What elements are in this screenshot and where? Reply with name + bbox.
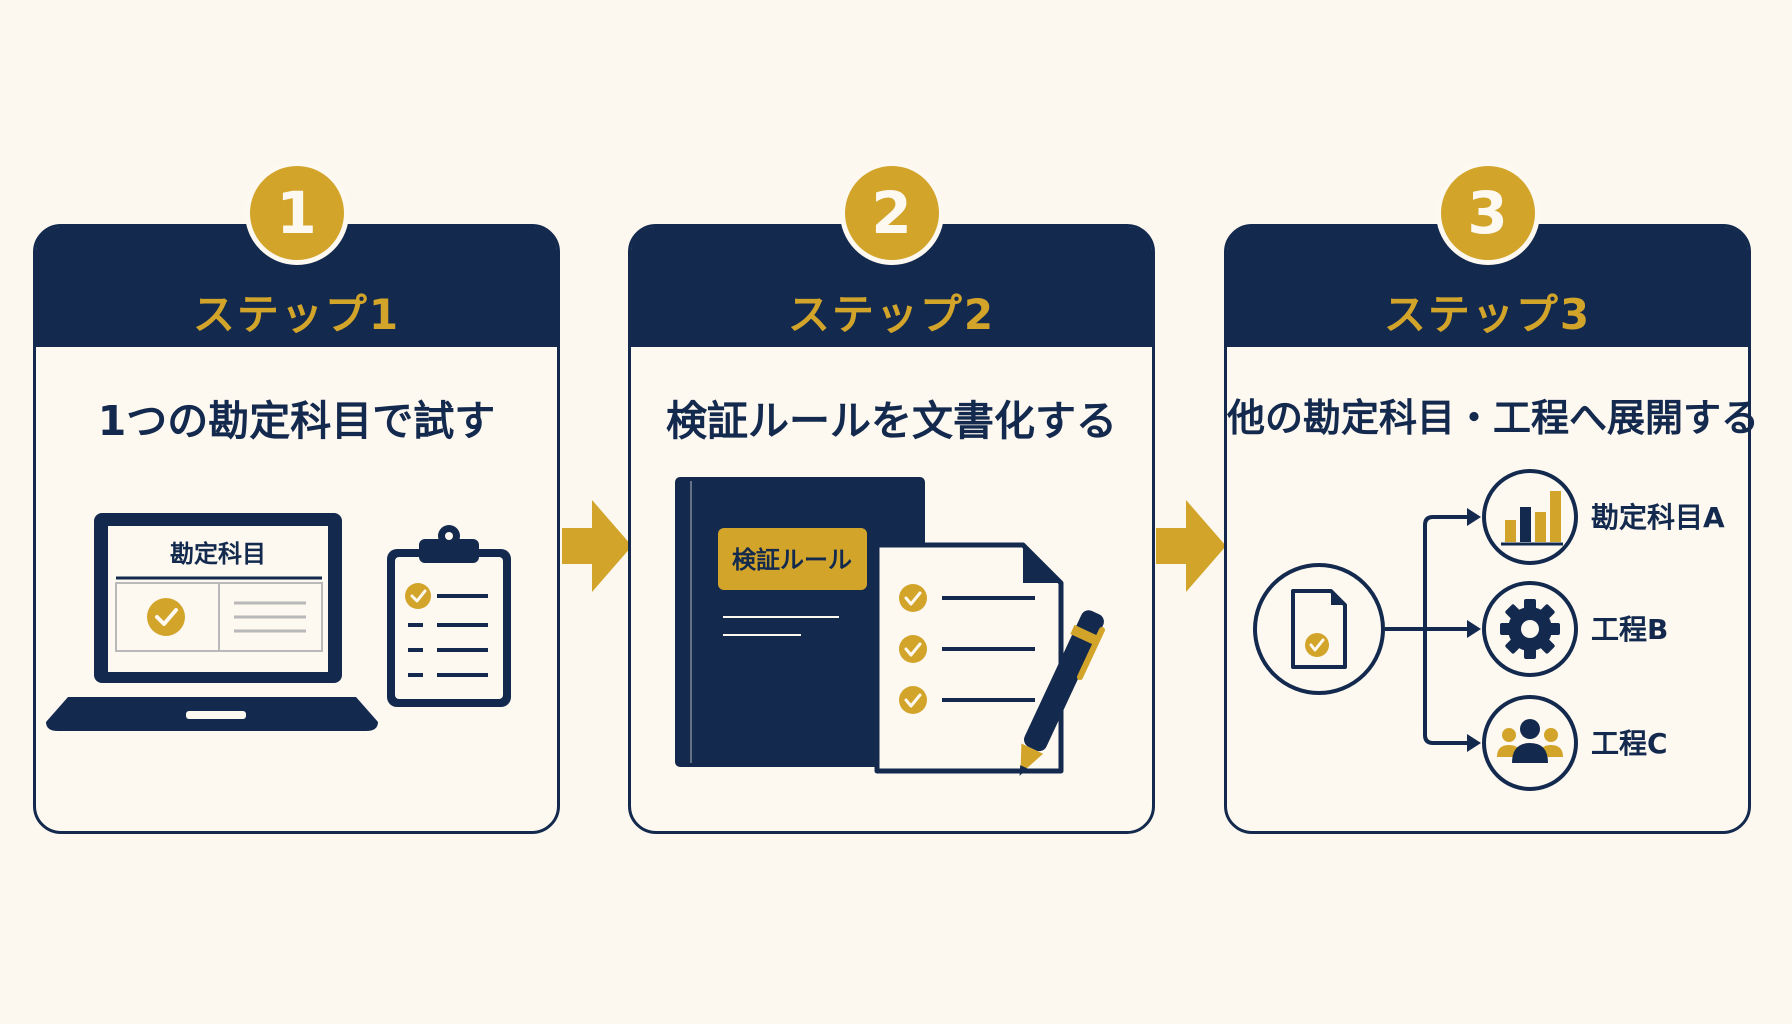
step-card-1: 1 ステップ1 1つの勘定科目で試す 勘定科目: [33, 161, 560, 834]
step-label: ステップ3: [1383, 290, 1592, 339]
branch-connector: [1385, 515, 1469, 745]
target-label-b: 工程B: [1591, 613, 1668, 646]
clipboard-checklist-icon: [387, 525, 511, 707]
laptop-icon: 勘定科目: [46, 513, 378, 731]
check-circle-icon: [147, 598, 185, 636]
gear-icon: [1482, 581, 1578, 677]
arrow-right-icon: [562, 500, 632, 592]
target-label-a: 勘定科目A: [1591, 501, 1725, 534]
step-number-badge: 2: [839, 161, 944, 265]
checked-document-icon: [1253, 563, 1385, 695]
binder-icon: 検証ルール: [675, 477, 925, 767]
step-number: 2: [871, 179, 912, 247]
step-number-badge: 1: [244, 161, 349, 265]
pen-icon: [1019, 610, 1105, 776]
step-title: 他の勘定科目・工程へ展開する: [1227, 396, 1760, 440]
laptop-screen-label: 勘定科目: [170, 540, 266, 568]
step-number: 1: [276, 179, 317, 247]
step-label: ステップ2: [787, 290, 996, 339]
step1-illustration: 勘定科目: [46, 513, 511, 731]
step3-illustration: 勘定科目A 工程B 工程C: [1253, 469, 1725, 791]
bar-chart-icon: [1482, 469, 1578, 565]
target-label-c: 工程C: [1591, 727, 1668, 760]
team-icon: [1482, 695, 1578, 791]
step2-illustration: 検証ルール: [675, 477, 1105, 776]
step-card-2: 2 ステップ2 検証ルールを文書化する 検証ルール: [628, 161, 1155, 834]
step-number: 3: [1467, 179, 1508, 247]
arrow-right-icon: [1156, 500, 1226, 592]
step-label: ステップ1: [192, 290, 401, 339]
binder-label: 検証ルール: [732, 546, 852, 574]
step-number-badge: 3: [1435, 161, 1540, 265]
step-title: 1つの勘定科目で試す: [97, 397, 496, 445]
step-card-3: 3 ステップ3 他の勘定科目・工程へ展開する 勘定科目A: [1224, 161, 1760, 834]
checklist-document-icon: [874, 542, 1064, 774]
step-title: 検証ルールを文書化する: [666, 397, 1117, 445]
